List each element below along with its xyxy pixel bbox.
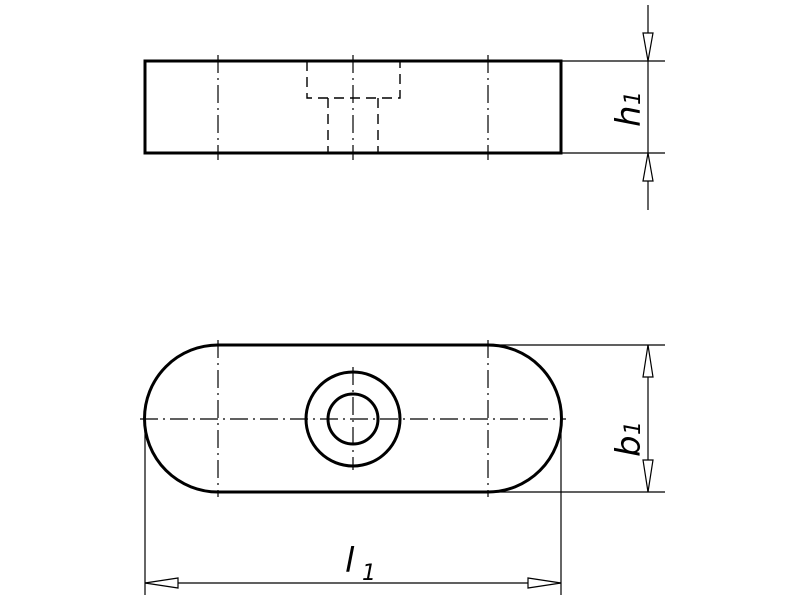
dimension-b1: b 1 bbox=[488, 344, 665, 493]
hidden-counterbore bbox=[306, 61, 401, 99]
dimension-subscript-b1: 1 bbox=[621, 421, 646, 435]
front-view bbox=[143, 55, 563, 160]
dimension-label-l1: l bbox=[345, 541, 355, 581]
dimension-h1: h 1 bbox=[561, 5, 665, 210]
arrow-down-icon bbox=[642, 459, 654, 493]
dimension-subscript-l1: 1 bbox=[362, 561, 376, 586]
dimension-l1: l 1 bbox=[144, 419, 562, 595]
arrow-down-icon bbox=[642, 32, 654, 62]
counterbore-circle bbox=[304, 370, 402, 468]
dimension-label-b1: b bbox=[609, 435, 649, 457]
bore-circle bbox=[326, 392, 380, 446]
arrow-up-icon bbox=[642, 344, 654, 378]
dimension-subscript-h1: 1 bbox=[621, 91, 646, 105]
arrow-up-icon bbox=[642, 152, 654, 182]
arrow-right-icon bbox=[527, 577, 562, 589]
top-view bbox=[140, 340, 566, 497]
dimension-label-h1: h bbox=[609, 105, 649, 127]
arrow-left-icon bbox=[144, 577, 179, 589]
